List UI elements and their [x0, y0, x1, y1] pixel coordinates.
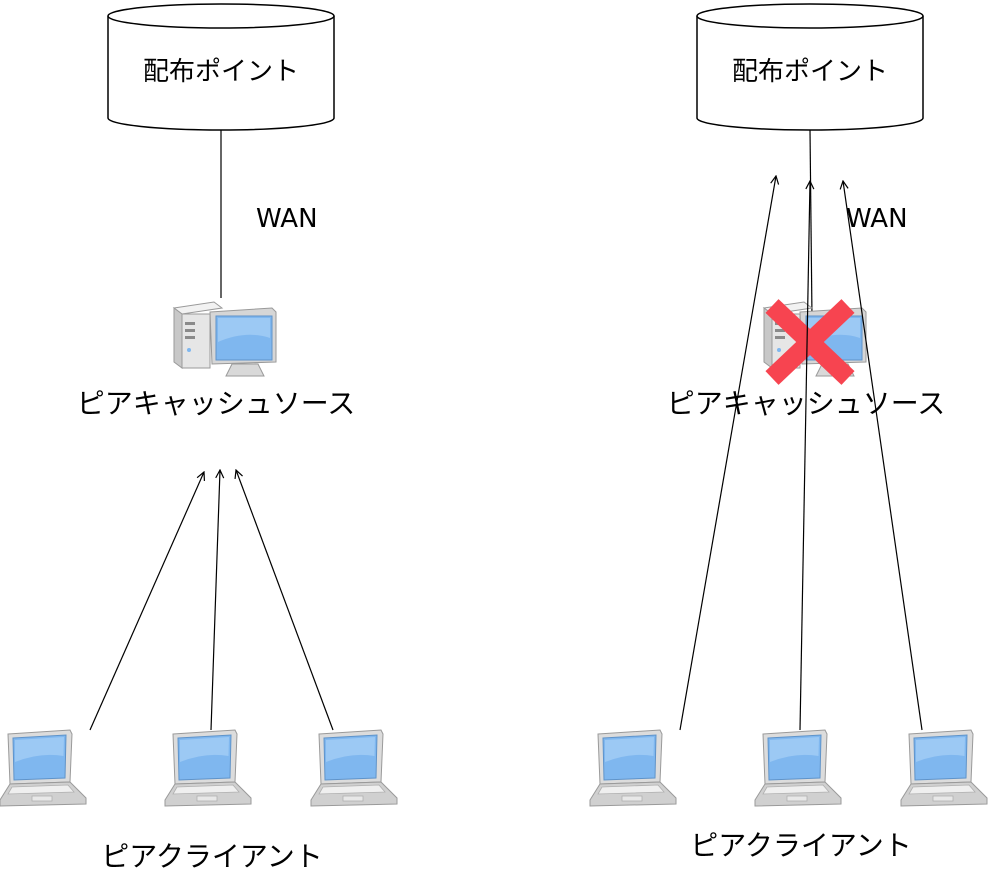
left-laptop-icon-3 — [310, 729, 398, 807]
left-distribution-point-label: 配布ポイント — [142, 57, 299, 87]
left-cache-source-desktop-icon — [173, 301, 277, 377]
left-cache-source-label: ピアキャッシュソース — [76, 387, 356, 420]
left-panel — [0, 3, 398, 807]
right-wan-link — [809, 129, 813, 319]
left-distribution-point-cylinder — [107, 3, 335, 131]
right-laptop-icon-2 — [754, 729, 842, 807]
left-peer-clients-label: ピアクライアント — [101, 840, 323, 873]
failure-x-icon — [765, 299, 855, 385]
right-client-arrow-2 — [799, 181, 810, 731]
left-wan-label: WAN — [256, 204, 318, 234]
left-client-arrow-2 — [210, 470, 220, 731]
right-wan-label: WAN — [846, 204, 908, 234]
right-cache-source-label: ピアキャッシュソース — [666, 387, 946, 420]
right-laptop-icon-1 — [589, 729, 677, 807]
left-laptop-icon-2 — [164, 729, 252, 807]
right-peer-clients-label: ピアクライアント — [690, 829, 912, 862]
right-laptop-icon-3 — [900, 729, 988, 807]
right-distribution-point-cylinder — [696, 3, 924, 131]
left-client-arrow-3 — [236, 470, 334, 731]
right-panel — [589, 3, 988, 807]
right-client-arrow-3 — [843, 181, 923, 731]
left-laptop-icon-1 — [0, 729, 87, 807]
left-client-arrow-1 — [89, 472, 204, 731]
right-client-arrow-1 — [679, 176, 776, 731]
right-distribution-point-label: 配布ポイント — [731, 57, 888, 87]
